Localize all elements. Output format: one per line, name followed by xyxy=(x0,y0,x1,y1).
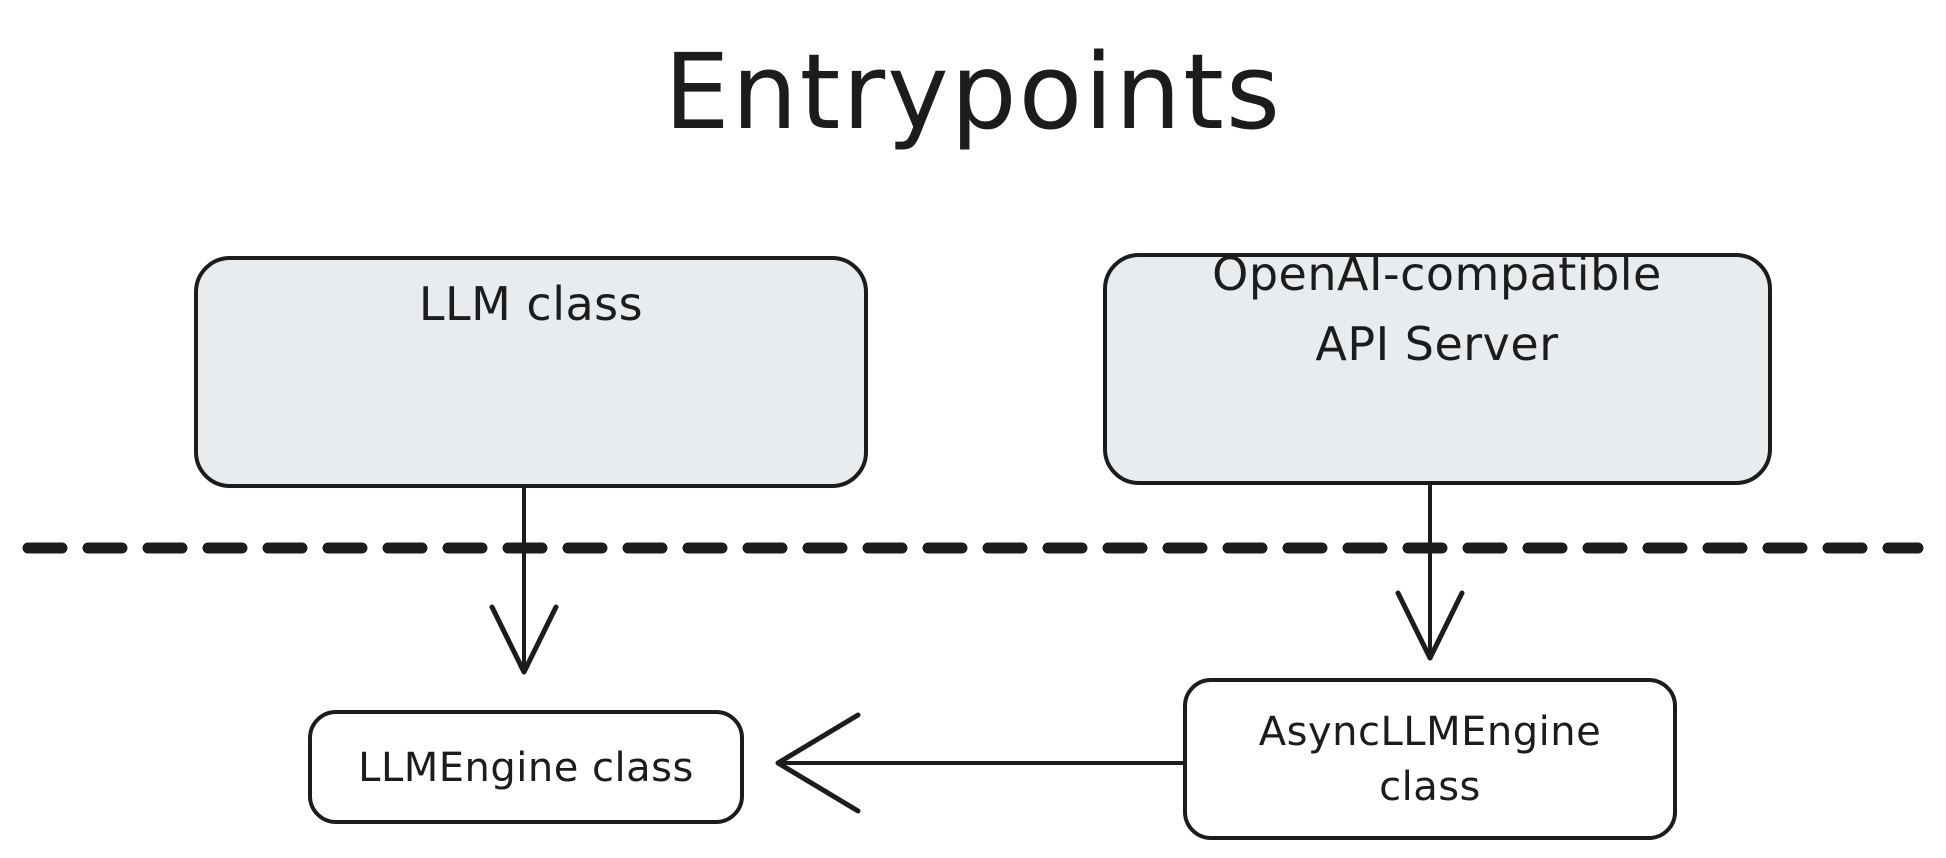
edge-asyncllmengine-to-llmengine xyxy=(775,712,1185,814)
node-llm-class-label: LLM class xyxy=(419,277,643,331)
node-llmengine-class-shape xyxy=(308,710,744,824)
node-asyncllmengine-class-shape xyxy=(1183,678,1677,840)
node-llmengine-class[interactable]: LLMEngine class xyxy=(308,710,744,824)
node-llm-class[interactable]: LLM class xyxy=(194,256,868,488)
node-asyncllmengine-class[interactable]: AsyncLLMEngine class xyxy=(1183,678,1677,840)
node-openai-api-server-label-line1: OpenAI-compatible xyxy=(1212,247,1662,301)
node-openai-api-server-shape xyxy=(1103,253,1772,485)
edge-llm-to-llmengine xyxy=(489,484,559,675)
diagram-title: Entrypoints xyxy=(664,31,1282,153)
node-llm-class-shape xyxy=(194,256,868,488)
edge-asyncllmengine-to-llmengine-arrowhead xyxy=(775,712,861,814)
edge-apiserver-to-asyncllmengine-arrowhead xyxy=(1395,590,1465,661)
node-asyncllmengine-class-label-line2: class xyxy=(1379,764,1481,810)
node-openai-api-server-label-line2: API Server xyxy=(1315,317,1558,371)
edge-llm-to-llmengine-arrowhead xyxy=(489,604,559,675)
node-openai-api-server[interactable]: OpenAI-compatible API Server xyxy=(1103,247,1772,485)
node-llmengine-class-label: LLMEngine class xyxy=(358,745,694,791)
node-asyncllmengine-class-label-line1: AsyncLLMEngine xyxy=(1259,709,1601,755)
edge-apiserver-to-asyncllmengine xyxy=(1395,482,1465,661)
